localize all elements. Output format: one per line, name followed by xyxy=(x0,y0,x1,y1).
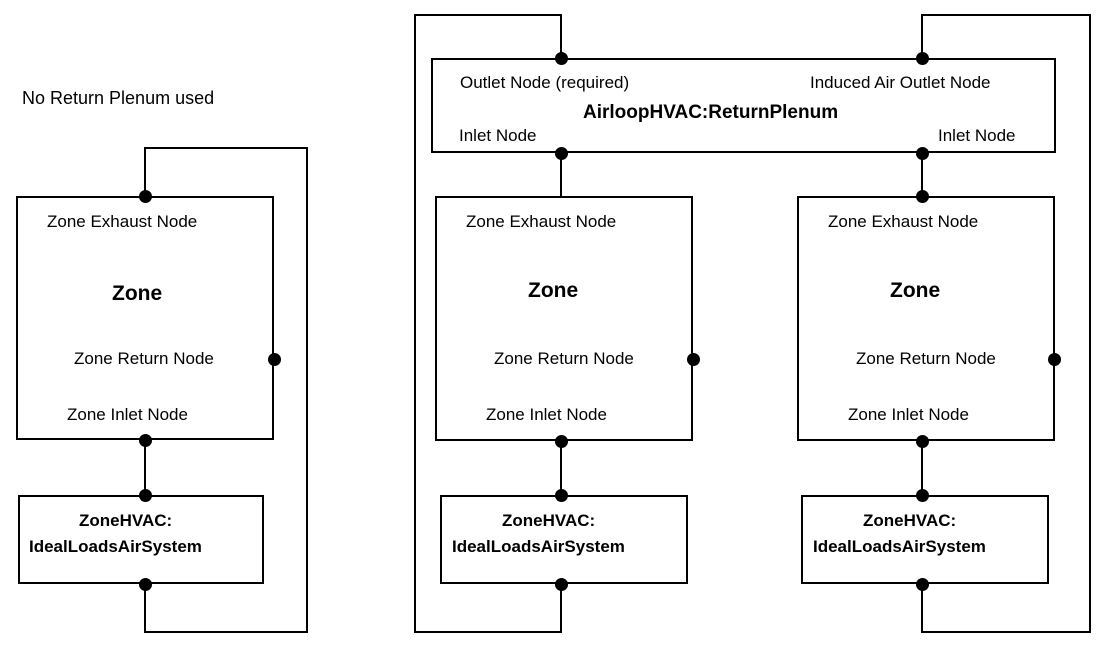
mid-zonehvac-inlet-dot xyxy=(554,488,568,502)
mid-zone-title: Zone xyxy=(528,279,579,302)
mid-zonehvac-label-line1: ZoneHVAC: xyxy=(502,511,596,530)
left-zonehvac-outlet-dot xyxy=(138,577,152,591)
mid-zone-return-node-label: Zone Return Node xyxy=(494,349,634,368)
plenum-inlet-node-left-dot xyxy=(554,146,568,160)
left-zone-return-node-dot xyxy=(267,352,281,366)
plenum-inlet-node-right-label: Inlet Node xyxy=(938,126,1016,145)
right-zonehvac-inlet-dot xyxy=(915,488,929,502)
left-zone-title: Zone xyxy=(112,282,163,305)
left-exhaust-wire xyxy=(144,147,308,197)
mid-zone-inlet-node-label: Zone Inlet Node xyxy=(486,405,607,424)
right-supply-wire xyxy=(921,583,1091,633)
right-zone-return-node-dot xyxy=(1047,352,1061,366)
right-zone-title: Zone xyxy=(890,279,941,302)
mid-zonehvac-label-line2: IdealLoadsAirSystem xyxy=(452,537,625,556)
left-zone-inlet-node-dot xyxy=(138,433,152,447)
right-zone-inlet-node-label: Zone Inlet Node xyxy=(848,405,969,424)
right-zone-exhaust-node-label: Zone Exhaust Node xyxy=(828,212,979,231)
left-zone-exhaust-node-dot xyxy=(138,189,152,203)
plenum-outlet-node-label: Outlet Node (required) xyxy=(460,73,630,92)
plenum-induced-air-outlet-node-label: Induced Air Outlet Node xyxy=(810,73,991,92)
left-zone-box xyxy=(16,196,274,440)
right-zone-return-node-label: Zone Return Node xyxy=(856,349,996,368)
left-zone-exhaust-node-label: Zone Exhaust Node xyxy=(47,212,198,231)
right-zonehvac-label-line2: IdealLoadsAirSystem xyxy=(813,537,986,556)
return-plenum-box xyxy=(431,58,1056,153)
right-zone-inlet-node-dot xyxy=(915,434,929,448)
left-zone-return-node-label: Zone Return Node xyxy=(74,349,214,368)
plenum-title: AirloopHVAC:ReturnPlenum xyxy=(583,102,839,123)
left-zonehvac-label-line2: IdealLoadsAirSystem xyxy=(29,537,202,556)
left-zonehvac-inlet-dot xyxy=(138,488,152,502)
right-zone-exhaust-node-dot xyxy=(915,189,929,203)
right-zonehvac-outlet-dot xyxy=(915,577,929,591)
mid-supply-wire xyxy=(414,583,562,633)
mid-zonehvac-outlet-dot xyxy=(554,577,568,591)
right-zonehvac-label-line1: ZoneHVAC: xyxy=(863,511,957,530)
plenum-induced-air-outlet-node-dot xyxy=(915,51,929,65)
mid-zone-inlet-node-dot xyxy=(554,434,568,448)
left-zonehvac-label-line1: ZoneHVAC: xyxy=(79,511,173,530)
plenum-outlet-node-dot xyxy=(554,51,568,65)
mid-zone-exhaust-node-label: Zone Exhaust Node xyxy=(466,212,617,231)
plenum-inlet-node-left-label: Inlet Node xyxy=(459,126,537,145)
mid-zone-return-node-dot xyxy=(686,352,700,366)
plenum-inlet-node-right-dot xyxy=(915,146,929,160)
left-diagram-caption: No Return Plenum used xyxy=(22,88,215,108)
left-supply-wire xyxy=(144,583,308,633)
left-zone-inlet-node-label: Zone Inlet Node xyxy=(67,405,188,424)
